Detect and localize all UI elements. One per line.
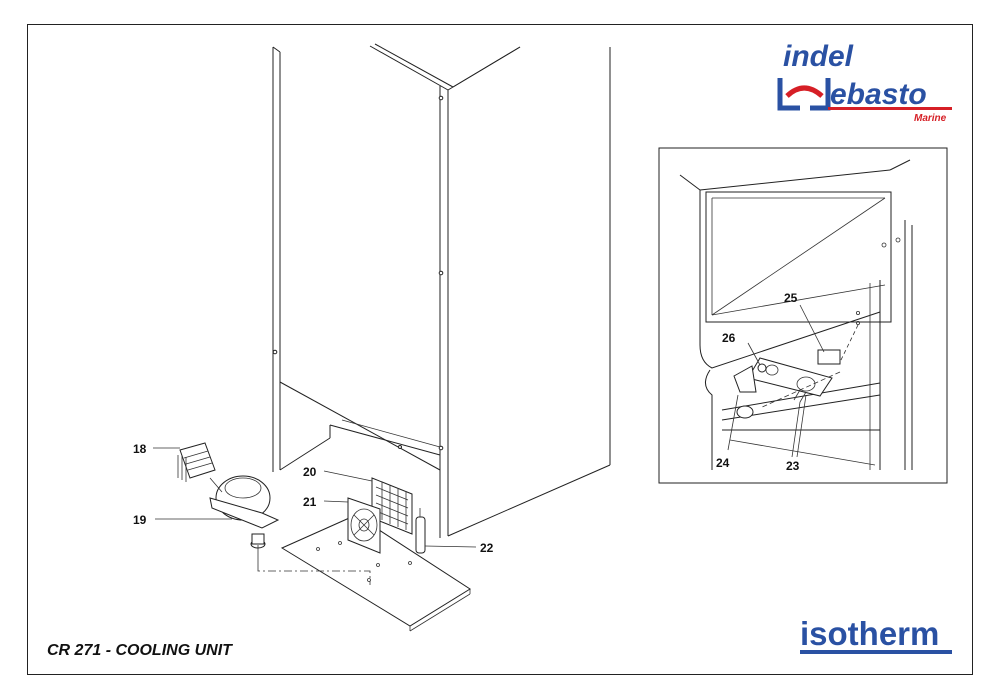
drawing-frame [27,24,973,675]
capacitor [415,508,426,554]
callout-18: 18 [133,442,147,456]
svg-text:indel: indel [783,40,854,73]
callout-20: 20 [303,465,317,479]
compressor [209,475,280,565]
electronic-unit [177,442,223,493]
svg-text:isotherm: isotherm [800,615,939,652]
callout-23: 23 [786,459,800,473]
callout-26: 26 [722,331,736,345]
callout-22: 22 [480,541,494,555]
cabinet [272,43,611,538]
base-plate [280,514,471,632]
svg-text:ebasto: ebasto [830,78,927,111]
indel-webasto-logo: indel ebasto Marine [777,40,952,124]
callout-24: 24 [716,456,730,470]
fan [347,497,381,554]
svg-text:Marine: Marine [914,113,947,124]
callout-19: 19 [133,513,147,527]
page-title: CR 271 - COOLING UNIT [47,642,232,659]
callout-21: 21 [303,495,317,509]
condenser [371,477,413,535]
callout-25: 25 [784,291,798,305]
isotherm-logo: isotherm [800,615,952,654]
detail-inset: 25 26 24 23 [658,147,948,484]
